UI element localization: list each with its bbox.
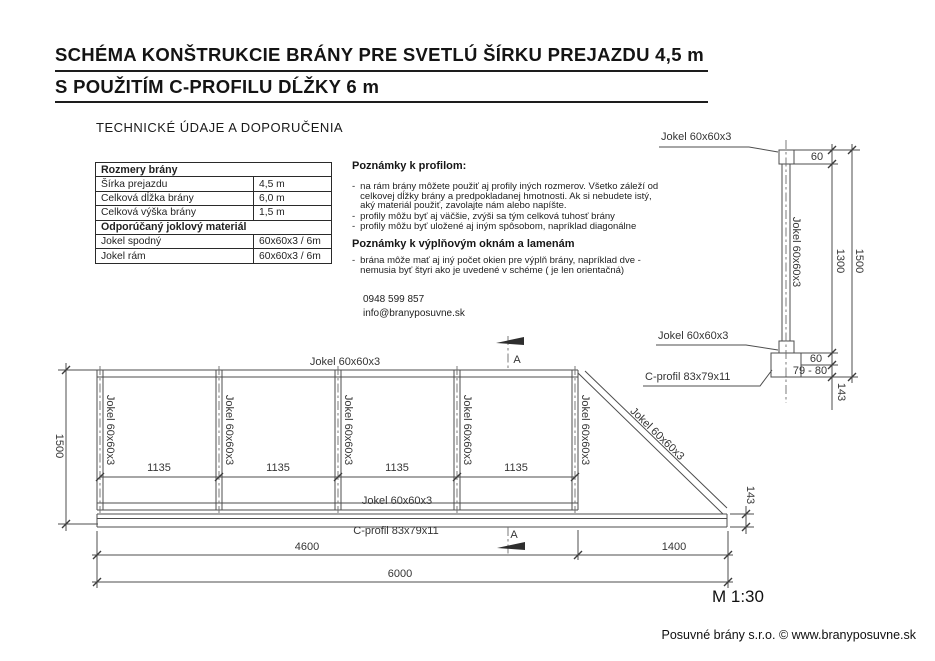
dim-total-length: 6000 — [387, 568, 413, 580]
section-mark-top: A — [513, 354, 521, 366]
dim-panel-1: 1135 — [147, 462, 171, 474]
dim-rail-height: 143 — [744, 485, 756, 505]
dim-shaft: 1300 — [834, 248, 846, 274]
footer-credit: Posuvné brány s.r.o. © www.branyposuvne.… — [661, 628, 916, 642]
scale-label: M 1:30 — [712, 587, 764, 606]
note-text: profily môžu byť uložené aj iným spôsobo… — [360, 220, 637, 232]
label-post-3: Jokel 60x60x3 — [342, 394, 354, 466]
label-bottom-rail: Jokel 60x60x3 — [361, 495, 433, 507]
notes-windows-heading: Poznámky k výplňovým oknám a lamenám — [352, 238, 575, 250]
label-post-5: Jokel 60x60x3 — [579, 394, 591, 466]
label-top-rail: Jokel 60x60x3 — [309, 356, 381, 368]
dim-detail-total: 1500 — [853, 248, 865, 274]
label-post-4: Jokel 60x60x3 — [461, 394, 473, 466]
dimension-ticks — [61, 145, 857, 587]
dim-cap-bottom: 60 — [809, 353, 823, 365]
page-title-line2: S POUŽITÍM C-PROFILU DĹŽKY 6 m — [55, 76, 380, 97]
note-item: - brána môže mať aj iný počet okien pre … — [352, 255, 657, 276]
note-text: profily môžu byť aj väčšie, zvýši sa tým… — [360, 211, 615, 222]
drawing-lines — [58, 144, 860, 588]
notes-profiles-heading: Poznámky k profilom: — [352, 160, 467, 172]
section-mark-bottom: A — [510, 529, 518, 541]
title-divider-1 — [55, 70, 708, 72]
label-detail-c-profile: C-profil 83x79x11 — [645, 371, 731, 383]
note-item: - profily môžu byť uložené aj iným spôso… — [352, 220, 664, 232]
contact-email: info@branyposuvne.sk — [363, 308, 465, 319]
label-bottom-c-profile: C-profil 83x79x11 — [353, 525, 439, 537]
note-item: - na rám brány môžete použiť aj profily … — [352, 182, 664, 211]
label-post-2: Jokel 60x60x3 — [223, 394, 235, 466]
dim-panel-3: 1135 — [385, 462, 409, 474]
title-divider-2 — [55, 101, 708, 103]
dim-groove: 79 - 80 — [792, 365, 828, 377]
label-detail-bottom-jokel: Jokel 60x60x3 — [658, 330, 729, 342]
dim-frame-length: 4600 — [294, 541, 320, 553]
bullet-dash: - — [352, 220, 356, 232]
page-title-line1: SCHÉMA KONŠTRUKCIE BRÁNY PRE SVETLÚ ŠÍRK… — [55, 44, 704, 65]
section-flags — [496, 337, 525, 550]
label-detail-top-jokel: Jokel 60x60x3 — [661, 131, 732, 143]
note-item: - profily môžu byť aj väčšie, zvýši sa t… — [352, 212, 664, 222]
note-text: na rám brány môžete použiť aj profily in… — [360, 181, 659, 212]
bullet-dash: - — [352, 181, 356, 192]
dim-panel-4: 1135 — [504, 462, 528, 474]
label-detail-post: Jokel 60x60x3 — [790, 216, 802, 288]
tech-data-heading: TECHNICKÉ ÚDAJE A DOPORUČENIA — [96, 120, 344, 135]
dim-panel-2: 1135 — [266, 462, 290, 474]
dim-gate-height: 1500 — [53, 433, 65, 459]
dim-below-ground: 143 — [835, 382, 847, 402]
centerlines — [99, 140, 787, 554]
bullet-dash: - — [352, 211, 356, 222]
note-text: brána môže mať aj iný počet okien pre vý… — [360, 255, 641, 276]
dim-cap-top: 60 — [810, 151, 824, 163]
bullet-dash: - — [352, 255, 356, 266]
contact-phone: 0948 599 857 — [363, 294, 425, 305]
dim-tail-length: 1400 — [661, 541, 687, 553]
label-post-1: Jokel 60x60x3 — [104, 394, 116, 466]
